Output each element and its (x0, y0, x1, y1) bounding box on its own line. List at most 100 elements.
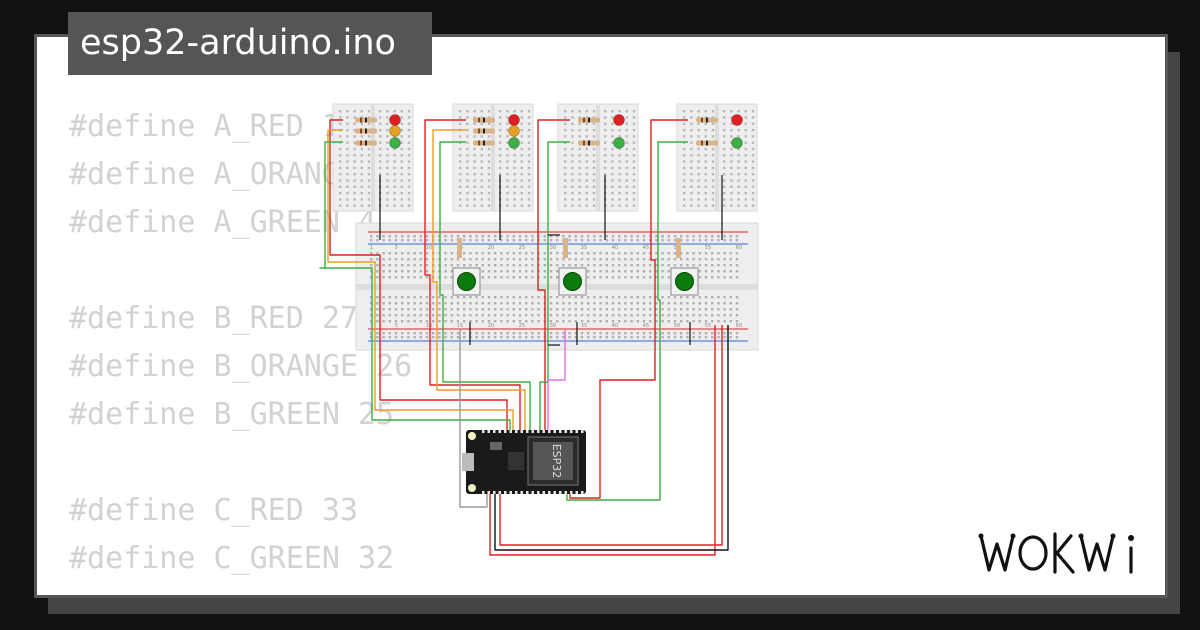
esp32-pin (498, 491, 501, 494)
code-line: #define C_GREEN 32 (69, 541, 395, 576)
esp32-pin (487, 430, 490, 433)
wire (499, 325, 723, 546)
pushbutton-a[interactable] (452, 267, 481, 296)
wire (489, 325, 716, 556)
column-number: 40 (612, 323, 618, 329)
column-number: 20 (488, 245, 494, 251)
button-resistors (457, 238, 681, 258)
esp32-pin (515, 430, 518, 433)
esp32-pin (537, 491, 540, 494)
esp32-chip-label: ESP32 (550, 444, 563, 479)
esp32-pin (559, 491, 562, 494)
column-number: 45 (643, 245, 649, 251)
column-number: 40 (612, 245, 618, 251)
esp32-pin (531, 491, 534, 494)
mini-breadboards (332, 103, 758, 212)
green-led (613, 137, 625, 149)
code-line: #define A_RED 1 (69, 109, 340, 144)
esp32-pin (504, 430, 507, 433)
column-number: 25 (519, 245, 525, 251)
column-number: 10 (426, 245, 432, 251)
wokwi-logo (978, 532, 1134, 574)
wire (439, 141, 531, 430)
esp32-pin (482, 491, 485, 494)
red-led (389, 114, 401, 126)
esp32-pin (509, 430, 512, 433)
column-number: 60 (736, 323, 742, 329)
wire (424, 119, 521, 430)
code-line: #define B_RED 27 (69, 301, 358, 336)
code-line: #define C_RED 33 (69, 493, 358, 528)
red-led (508, 114, 520, 126)
esp32-pin (575, 491, 578, 494)
esp32-pin (559, 430, 562, 433)
wire (569, 119, 688, 499)
esp32-pin (509, 491, 512, 494)
column-number: 35 (581, 323, 587, 329)
column-number: 60 (736, 245, 742, 251)
esp32-pin (564, 491, 567, 494)
esp32-pin (498, 430, 501, 433)
esp32-pin (520, 491, 523, 494)
esp32-pin (482, 430, 485, 433)
orange-led (508, 125, 520, 137)
wire (327, 129, 514, 430)
wire (319, 141, 511, 430)
column-number: 1 (370, 245, 373, 251)
column-number: 5 (395, 323, 398, 329)
column-number: 50 (674, 323, 680, 329)
esp32-pin (575, 430, 578, 433)
red-led (731, 114, 743, 126)
column-number: 35 (581, 245, 587, 251)
esp32-pin (553, 491, 556, 494)
esp32-pin (542, 430, 545, 433)
esp32-pin (493, 491, 496, 494)
wire (329, 119, 508, 430)
esp32-pin (564, 430, 567, 433)
wire (459, 330, 488, 508)
esp32-pin (515, 491, 518, 494)
esp32-pin (520, 430, 523, 433)
esp32-pin (504, 491, 507, 494)
esp32-pin (493, 430, 496, 433)
traffic-leds (355, 114, 743, 149)
esp32-pin (537, 430, 540, 433)
wire (566, 141, 688, 501)
esp32-pin (553, 430, 556, 433)
esp32-pin (581, 491, 584, 494)
esp32-pin (548, 491, 551, 494)
pushbutton-b[interactable] (558, 267, 587, 296)
code-preview: #define A_RED 1#define A_ORANGE 2#define… (69, 103, 412, 583)
green-led (389, 137, 401, 149)
esp32-pin (581, 430, 584, 433)
wire (537, 119, 570, 430)
column-number: 5 (395, 245, 398, 251)
esp32-pin (548, 430, 551, 433)
column-number: 10 (426, 323, 432, 329)
code-line: #define B_ORANGE 26 (69, 349, 413, 384)
pushbutton-c[interactable] (670, 267, 699, 296)
red-led (613, 114, 625, 126)
orange-led (389, 125, 401, 137)
esp32-pin (542, 491, 545, 494)
code-line: #define B_GREEN 25 (69, 397, 395, 432)
esp32-pin (531, 430, 534, 433)
esp32-pin (487, 491, 490, 494)
esp32-pin (526, 430, 529, 433)
esp32-pin (526, 491, 529, 494)
wires (319, 119, 729, 556)
column-number: 30 (550, 245, 556, 251)
column-number: 55 (705, 323, 711, 329)
sketch-tab[interactable]: esp32-arduino.ino (68, 12, 432, 75)
esp32-board[interactable]: ESP32 (462, 430, 586, 494)
column-number: 55 (705, 245, 711, 251)
wire (432, 129, 526, 430)
esp32-pin (570, 491, 573, 494)
wire (494, 325, 729, 551)
esp32-pin (570, 430, 573, 433)
column-number: 45 (643, 323, 649, 329)
column-number: 15 (457, 323, 463, 329)
green-led (731, 137, 743, 149)
column-number: 25 (519, 323, 525, 329)
